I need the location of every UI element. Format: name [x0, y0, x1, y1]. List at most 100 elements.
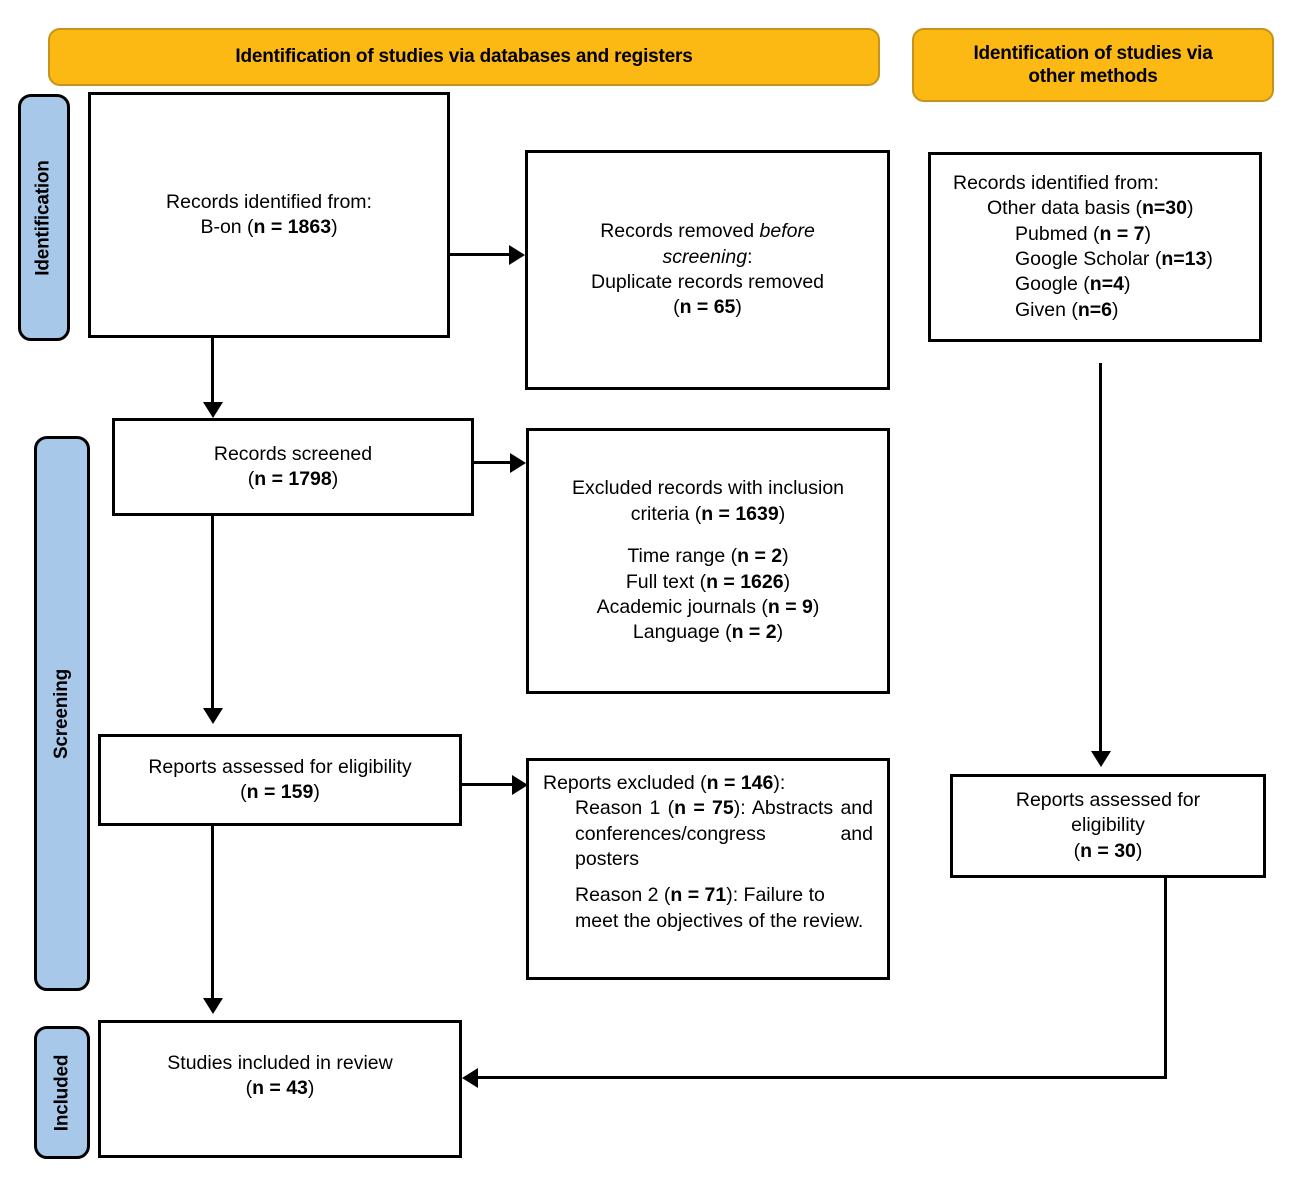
excluded-reason-item: Full text (n = 1626) [539, 570, 877, 595]
other-identified-line2: Other data basis (n=30) [953, 196, 1249, 221]
reason2-count: n = 71 [670, 884, 727, 907]
box-records-identified: Records identified from: B-on (n = 1863) [88, 92, 450, 338]
connector-assessed-to-included [211, 826, 214, 1002]
other-identified-basis-close: ) [1187, 197, 1194, 220]
excluded-reason-close: ) [783, 570, 791, 593]
studies-included-open: ( [245, 1077, 253, 1100]
records-screened-line1: Records screened [213, 442, 373, 465]
arrowhead-identified-to-screened [203, 402, 223, 418]
excluded-count: n = 1639 [701, 502, 779, 525]
box-records-removed: Records removed before screening: Duplic… [525, 150, 890, 390]
other-source-item: Pubmed (n = 7) [953, 222, 1249, 247]
other-source-count: n=4 [1089, 273, 1124, 296]
phase-label-included: Included [51, 1054, 73, 1131]
excluded-reason-label: Time range ( [627, 545, 738, 568]
records-screened-count: n = 1798 [254, 468, 332, 490]
other-source-label: Google Scholar ( [1015, 248, 1162, 270]
other-source-close: ) [1123, 273, 1131, 296]
excluded-reason-item: Time range (n = 2) [539, 544, 877, 569]
records-removed-before: before [759, 220, 815, 243]
box-reports-excluded: Reports excluded (n = 146): Reason 1 (n … [526, 758, 890, 980]
reports-excluded-reason1: Reason 1 (n = 75): Abstracts and confere… [543, 796, 873, 872]
other-identified-basis: Other data basis ( [987, 197, 1142, 220]
reason2-label: Reason 2 ( [575, 884, 671, 907]
arrowhead-right-assessed-to-included [462, 1068, 478, 1088]
assessed-left-open: ( [240, 781, 247, 803]
studies-included-line2: (n = 43) [111, 1076, 449, 1101]
header-other-methods-line1: Identification of studies via [973, 42, 1213, 64]
connector-right-assessed-down [1164, 876, 1167, 1078]
excluded-line1: Excluded records with inclusion [571, 477, 845, 500]
records-identified-line2: B-on (n = 1863) [101, 215, 437, 240]
excluded-spacer [539, 527, 877, 544]
records-identified-count: n = 1863 [253, 216, 332, 238]
excluded-criteria: criteria ( [630, 502, 702, 525]
excluded-close: ) [778, 502, 786, 525]
header-other-methods-line2: other methods [1028, 66, 1158, 87]
reason1-count: n = 75 [674, 797, 734, 820]
other-source-count: n=13 [1161, 248, 1207, 270]
records-removed-colon: : [747, 245, 753, 268]
excluded-reason-label: Language ( [632, 621, 732, 644]
arrowhead-other-identified-to-assessed [1091, 751, 1111, 767]
connector-screened-to-excluded [474, 461, 512, 464]
reports-excluded-close: ): [773, 772, 786, 794]
connector-identified-to-removed [449, 253, 511, 256]
phase-tab-included: Included [34, 1026, 90, 1159]
box-studies-included: Studies included in review (n = 43) [98, 1020, 462, 1158]
records-removed-count: n = 65 [679, 296, 736, 319]
records-removed-screening: screening [662, 245, 748, 268]
arrowhead-screened-to-excluded [510, 453, 526, 473]
records-identified-line1: Records identified from: [166, 190, 372, 213]
other-source-item: Google (n=4) [953, 272, 1249, 297]
excluded-reason-count: n = 2 [737, 545, 783, 568]
excluded-reason-item: Language (n = 2) [539, 620, 877, 645]
other-source-item: Given (n=6) [953, 298, 1249, 323]
assessed-right-open: ( [1073, 839, 1081, 862]
records-screened-open: ( [247, 468, 255, 490]
records-removed-line4: (n = 65) [538, 295, 877, 320]
records-removed-prefix: Records removed [600, 220, 760, 243]
other-source-close: ) [1206, 248, 1213, 270]
records-removed-close: ) [735, 296, 742, 319]
connector-screened-to-assessed [211, 516, 214, 712]
other-identified-line1: Records identified from: [953, 171, 1159, 194]
excluded-reason-count: n = 2 [731, 621, 777, 644]
records-identified-paren: ) [331, 216, 338, 238]
excluded-reason-label: Academic journals ( [596, 595, 768, 618]
box-reports-assessed-left: Reports assessed for eligibility (n = 15… [98, 734, 462, 826]
excluded-reason-count: n = 9 [767, 595, 813, 618]
reason1-label: Reason 1 ( [575, 797, 675, 820]
arrowhead-assessed-to-included [203, 998, 223, 1014]
reports-excluded-line1: Reports excluded (n = 146): [543, 771, 873, 796]
studies-included-line1: Studies included in review [167, 1052, 393, 1074]
reports-excluded-reason2: Reason 2 (n = 71): Failure to meet the o… [543, 872, 873, 934]
other-source-label: Google ( [1015, 273, 1090, 296]
records-identified-source: B-on ( [200, 216, 254, 238]
phase-tab-identification: Identification [18, 94, 70, 341]
reports-excluded-label: Reports excluded ( [543, 772, 707, 794]
records-removed-line3: Duplicate records removed [590, 271, 825, 293]
excluded-reason-close: ) [782, 545, 789, 568]
excluded-reason-count: n = 1626 [706, 570, 784, 593]
assessed-right-count: n = 30 [1080, 839, 1136, 862]
other-source-item: Google Scholar (n=13) [953, 247, 1249, 272]
assessed-right-close: ) [1135, 839, 1143, 862]
excluded-line2: criteria (n = 1639) [539, 502, 877, 527]
phase-label-identification: Identification [33, 159, 55, 276]
connector-right-assessed-to-included [478, 1076, 1167, 1079]
connector-identified-to-screened [211, 338, 214, 405]
other-source-count: n=6 [1077, 298, 1113, 321]
assessed-left-count: n = 159 [246, 781, 314, 803]
other-source-count: n = 7 [1099, 222, 1145, 245]
studies-included-count: n = 43 [252, 1077, 308, 1100]
box-excluded-records: Excluded records with inclusion criteria… [526, 428, 890, 694]
arrowhead-identified-to-removed [509, 245, 525, 265]
other-source-close: ) [1112, 298, 1119, 321]
box-records-screened: Records screened (n = 1798) [112, 418, 474, 516]
reason2-detail: ): Failure to meet the objectives of the… [575, 884, 864, 932]
assessed-right-line1: Reports assessed for [1015, 788, 1201, 811]
connector-assessed-to-excluded [461, 783, 514, 786]
phase-label-screening: Screening [51, 668, 73, 759]
